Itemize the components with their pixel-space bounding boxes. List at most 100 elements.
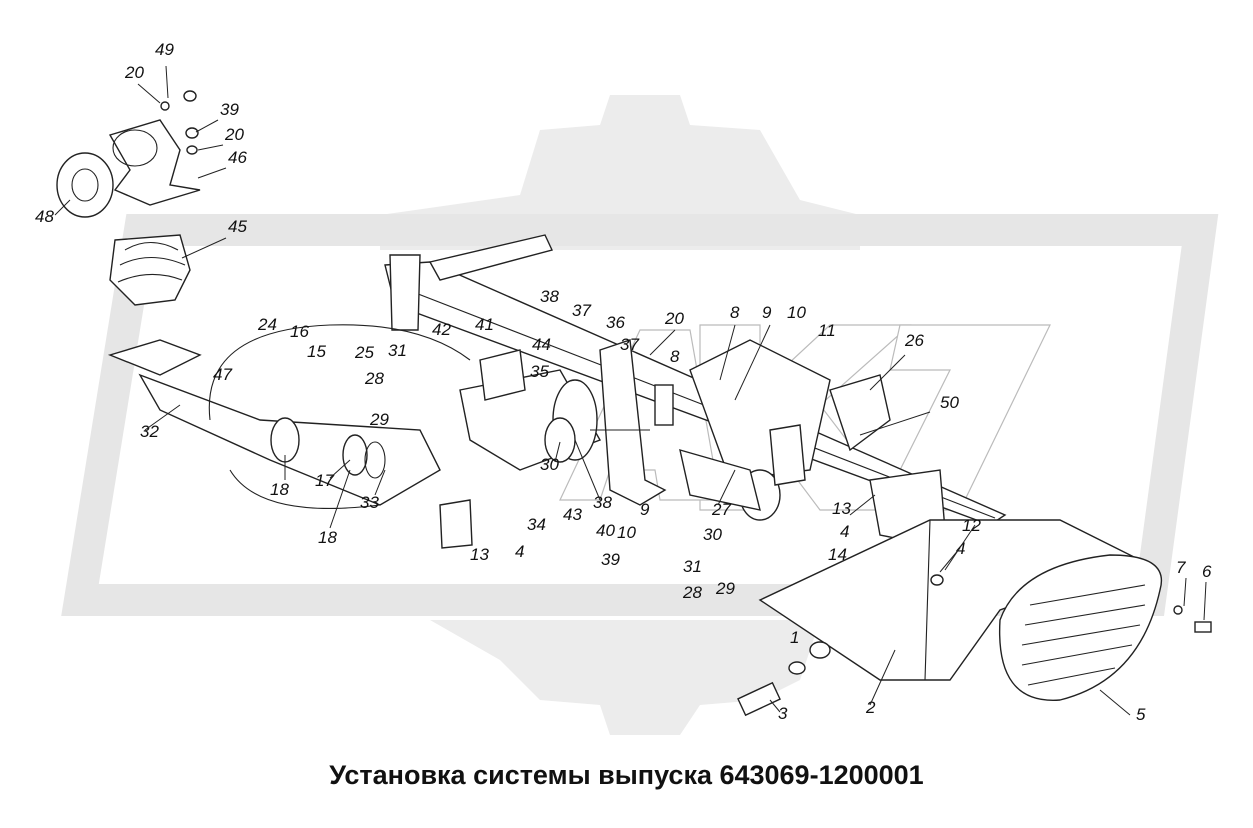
callout-26: 26 [904, 331, 924, 350]
callout-7: 7 [1176, 558, 1186, 577]
callout-30: 30 [703, 525, 722, 544]
callout-32: 32 [140, 422, 159, 441]
cover-slots [1021, 584, 1146, 686]
muffler-cover-5 [998, 554, 1162, 701]
callout-46: 46 [228, 148, 247, 167]
callout-20: 20 [664, 309, 684, 328]
callout-28: 28 [364, 369, 384, 388]
leader-line [197, 144, 224, 151]
callout-38: 38 [540, 287, 559, 306]
callout-50: 50 [940, 393, 959, 412]
callout-44: 44 [532, 335, 551, 354]
washer-20b [186, 145, 198, 155]
callout-35: 35 [530, 362, 549, 381]
callout-9: 9 [640, 500, 650, 519]
pipe-loop-outline [208, 324, 471, 509]
bolt-3 [737, 681, 781, 717]
callout-4: 4 [515, 542, 524, 561]
callout-42: 42 [432, 320, 451, 339]
callout-13: 13 [470, 545, 489, 564]
callout-37: 37 [620, 335, 639, 354]
leader-line [329, 469, 351, 529]
leader-line [374, 469, 386, 496]
bracket-8 [654, 384, 674, 426]
muffler-2 [737, 519, 1212, 717]
watermark-gear [380, 95, 860, 250]
leader-line [195, 119, 219, 133]
callout-41: 41 [475, 315, 494, 334]
leader-line [54, 199, 71, 216]
callout-39: 39 [601, 550, 620, 569]
callout-34: 34 [527, 515, 546, 534]
leader-line [769, 699, 781, 713]
nut-39 [185, 127, 199, 139]
callout-1: 1 [790, 628, 799, 647]
leader-line [1099, 689, 1131, 716]
callout-48: 48 [35, 207, 54, 226]
washer-12 [930, 574, 944, 586]
washer-7 [1173, 605, 1183, 615]
bracket-36 [479, 349, 526, 401]
callout-leaders [54, 65, 1207, 716]
leader-line [734, 324, 771, 401]
leader-line [849, 494, 876, 516]
callout-6: 6 [1202, 562, 1212, 581]
callout-31: 31 [683, 557, 702, 576]
callout-4: 4 [956, 539, 965, 558]
frame-rail [384, 234, 1007, 526]
heat-shield-group [654, 339, 946, 541]
callout-24: 24 [257, 315, 277, 334]
leader-line [137, 83, 161, 104]
callout-20: 20 [224, 125, 244, 144]
callout-29: 29 [715, 579, 735, 598]
callout-2: 2 [865, 698, 876, 717]
leader-line [859, 411, 931, 436]
callout-36: 36 [606, 313, 625, 332]
tailpipe-26 [829, 374, 891, 452]
callout-28: 28 [682, 583, 702, 602]
callout-11: 11 [818, 321, 836, 340]
callout-45: 45 [228, 217, 247, 236]
elbow-46 [108, 119, 201, 206]
callout-10: 10 [617, 523, 636, 542]
callout-25: 25 [354, 343, 374, 362]
callout-13: 13 [832, 499, 851, 518]
leader-line [329, 459, 351, 479]
leader-line [649, 329, 676, 356]
bolt-6 [1194, 621, 1212, 633]
clamp-17 [342, 434, 368, 476]
washer-1 [788, 661, 806, 675]
callout-43: 43 [563, 505, 582, 524]
callout-20: 20 [124, 63, 144, 82]
callout-37: 37 [572, 301, 591, 320]
leader-line [869, 354, 906, 391]
callout-14: 14 [828, 545, 847, 564]
callout-12: 12 [962, 516, 981, 535]
leader-line [1183, 577, 1187, 607]
leader-line [869, 649, 896, 706]
callout-8: 8 [730, 303, 740, 322]
leader-line [944, 524, 976, 571]
bracket-13 [439, 499, 473, 549]
bracket-50 [769, 424, 806, 486]
leader-line [717, 469, 736, 506]
callout-5: 5 [1136, 705, 1146, 724]
callout-47: 47 [213, 365, 232, 384]
callout-30: 30 [540, 455, 559, 474]
leader-line [719, 324, 736, 381]
callout-4: 4 [840, 522, 849, 541]
leader-line [1203, 581, 1207, 621]
callout-31: 31 [388, 341, 407, 360]
watermark-gear-bottom [430, 620, 820, 735]
callout-39: 39 [220, 100, 239, 119]
flange-48 [56, 152, 114, 218]
callout-10: 10 [787, 303, 806, 322]
callout-40: 40 [596, 521, 615, 540]
leader-line [181, 237, 227, 259]
callout-8: 8 [670, 347, 680, 366]
callout-38: 38 [593, 493, 612, 512]
diagram-caption: Установка системы выпуска 643069-1200001 [329, 760, 924, 790]
leader-line [554, 441, 561, 463]
